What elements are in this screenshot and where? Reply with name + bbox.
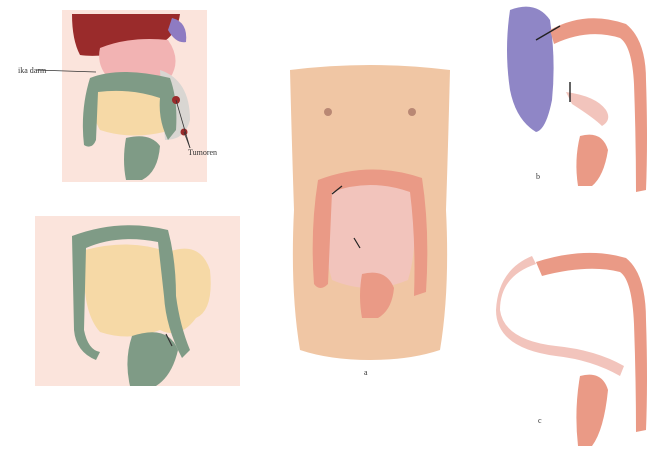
label-left: ika darm: [18, 66, 46, 75]
rectum: [576, 375, 608, 446]
small-intestine: [496, 256, 624, 376]
anatomy-panel-right-top: [496, 0, 668, 230]
anatomy-panel-right-bottom: [496, 240, 668, 460]
label-tumoren: Tumoren: [188, 148, 217, 157]
nipple: [324, 108, 332, 116]
colon-resected: [507, 7, 554, 132]
label-c: c: [538, 416, 542, 425]
rectum: [576, 135, 608, 186]
label-b: b: [536, 172, 540, 181]
anatomy-panel-bottom-left: [0, 200, 250, 400]
fat-tissue: [84, 244, 211, 336]
nipple: [408, 108, 416, 116]
small-intestine: [566, 92, 608, 126]
anatomy-panel-top-left: [0, 0, 230, 200]
anatomy-panel-center: [270, 60, 470, 400]
label-a: a: [364, 368, 368, 377]
small-intestine: [325, 184, 414, 288]
